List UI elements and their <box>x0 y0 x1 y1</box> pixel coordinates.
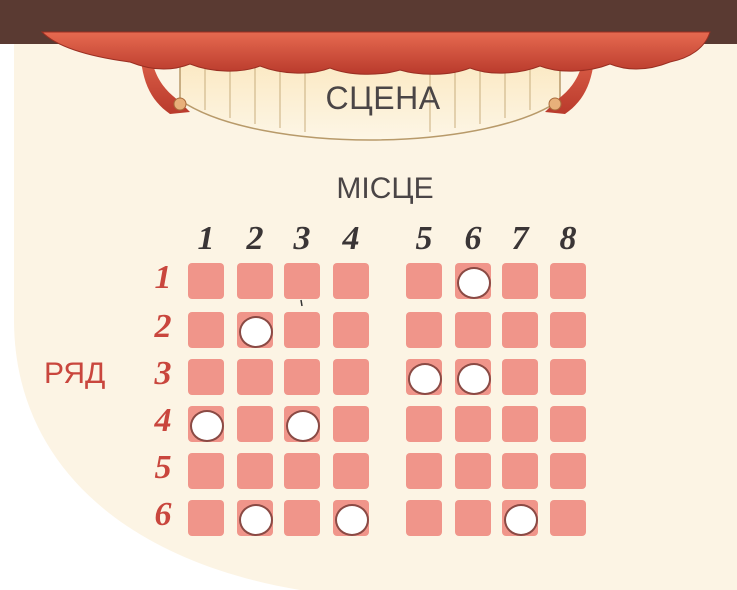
seat[interactable] <box>455 500 491 536</box>
seat[interactable] <box>502 359 538 395</box>
column-number: 7 <box>502 220 538 258</box>
seat[interactable] <box>333 453 369 489</box>
seat[interactable] <box>284 263 320 299</box>
seat[interactable] <box>406 406 442 442</box>
seat[interactable] <box>502 453 538 489</box>
column-number: 5 <box>406 220 442 258</box>
column-number: 3 <box>284 220 320 258</box>
seat[interactable] <box>284 453 320 489</box>
seat[interactable] <box>237 453 273 489</box>
seat[interactable] <box>188 500 224 536</box>
seat[interactable] <box>406 500 442 536</box>
seat[interactable] <box>455 453 491 489</box>
seat-header: МІСЦЕ <box>330 172 440 206</box>
seat[interactable] <box>284 406 320 442</box>
seat[interactable] <box>188 406 224 442</box>
seat[interactable] <box>237 263 273 299</box>
row-number: 5 <box>148 449 178 487</box>
seat[interactable] <box>284 500 320 536</box>
seat[interactable] <box>455 359 491 395</box>
seat[interactable] <box>406 312 442 348</box>
seat-taken-marker <box>504 504 538 536</box>
seat[interactable] <box>188 359 224 395</box>
seat[interactable] <box>333 359 369 395</box>
row-number: 4 <box>148 402 178 440</box>
row-number: 1 <box>148 259 178 297</box>
seat[interactable] <box>237 500 273 536</box>
seat-taken-marker <box>239 316 273 348</box>
seat[interactable] <box>455 312 491 348</box>
seat[interactable] <box>237 312 273 348</box>
seat[interactable] <box>188 312 224 348</box>
seat-taken-marker <box>457 363 491 395</box>
seat[interactable] <box>550 500 586 536</box>
seat[interactable] <box>406 263 442 299</box>
seat[interactable] <box>502 263 538 299</box>
seat[interactable] <box>550 312 586 348</box>
seat[interactable] <box>284 312 320 348</box>
row-number: 2 <box>148 308 178 346</box>
seat-taken-marker <box>190 410 224 442</box>
row-number: 3 <box>148 355 178 393</box>
seat[interactable] <box>550 263 586 299</box>
seat[interactable] <box>406 453 442 489</box>
seat[interactable] <box>550 359 586 395</box>
seat[interactable] <box>333 406 369 442</box>
seat-taken-marker <box>335 504 369 536</box>
seat-taken-marker <box>408 363 442 395</box>
column-number: 1 <box>188 220 224 258</box>
seat[interactable] <box>237 359 273 395</box>
seat[interactable] <box>455 406 491 442</box>
seat[interactable] <box>333 312 369 348</box>
column-number: 4 <box>333 220 369 258</box>
left-tassel <box>174 98 186 110</box>
right-tassel <box>549 98 561 110</box>
seat[interactable] <box>333 500 369 536</box>
seat[interactable] <box>284 359 320 395</box>
seat[interactable] <box>502 312 538 348</box>
stage-label: СЦЕНА <box>318 80 448 117</box>
seat-taken-marker <box>239 504 273 536</box>
seat[interactable] <box>455 263 491 299</box>
seat[interactable] <box>406 359 442 395</box>
seat[interactable] <box>502 406 538 442</box>
seat[interactable] <box>550 406 586 442</box>
seat[interactable] <box>333 263 369 299</box>
seat[interactable] <box>188 263 224 299</box>
seat[interactable] <box>502 500 538 536</box>
column-number: 8 <box>550 220 586 258</box>
stray-tick-mark <box>301 300 302 306</box>
seat[interactable] <box>550 453 586 489</box>
seat[interactable] <box>188 453 224 489</box>
column-number: 2 <box>237 220 273 258</box>
column-number: 6 <box>455 220 491 258</box>
seat-taken-marker <box>457 267 491 299</box>
seat-taken-marker <box>286 410 320 442</box>
seat[interactable] <box>237 406 273 442</box>
row-header: РЯД <box>44 357 105 391</box>
row-number: 6 <box>148 496 178 534</box>
